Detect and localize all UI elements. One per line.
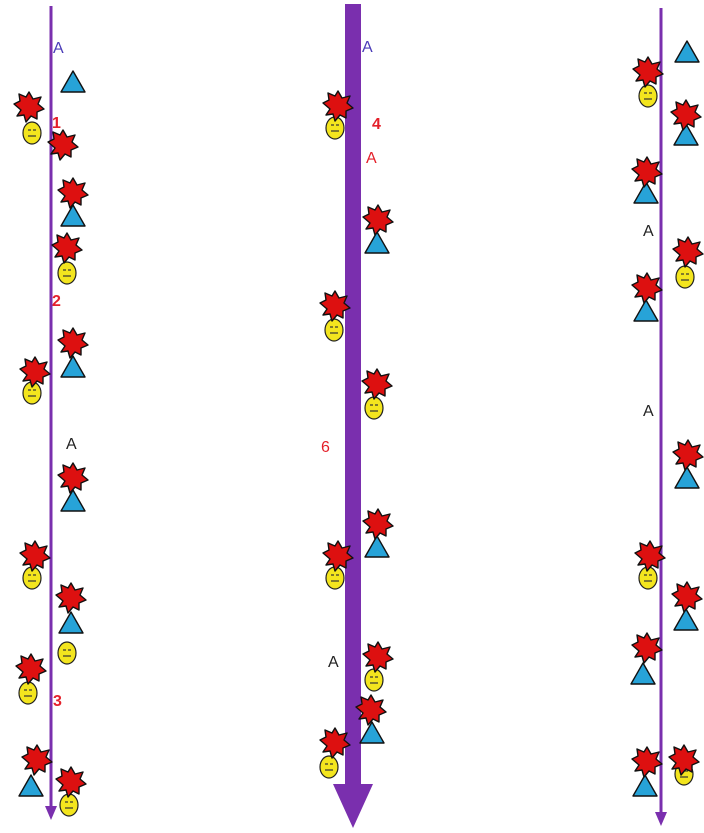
triangle-icon [19, 775, 43, 796]
triangle-icon [674, 609, 698, 630]
label-a-right-1: A [643, 223, 654, 240]
star-icon [632, 633, 662, 663]
face-icon [639, 85, 657, 107]
right-symbols [631, 41, 703, 796]
star-icon [52, 233, 82, 263]
star-icon [363, 642, 393, 672]
star-icon [363, 509, 393, 539]
face-icon [320, 756, 338, 778]
face-icon [19, 682, 37, 704]
triangle-icon [365, 536, 389, 557]
label-3: 3 [53, 693, 62, 710]
star-icon [632, 747, 662, 777]
label-a-right-2: A [643, 403, 654, 420]
triangle-icon [631, 663, 655, 684]
triangle-icon [61, 356, 85, 377]
star-icon [56, 583, 86, 613]
face-icon [325, 319, 343, 341]
triangle-icon [365, 232, 389, 253]
label-a-mid-top: A [362, 39, 373, 56]
star-icon [22, 745, 52, 775]
star-icon [672, 582, 702, 612]
star-icon [16, 654, 46, 684]
triangle-icon [675, 41, 699, 62]
triangle-icon [61, 490, 85, 511]
triangle-icon [61, 71, 85, 92]
star-icon [673, 440, 703, 470]
triangle-icon [675, 467, 699, 488]
label-a-left-mid: A [66, 436, 77, 453]
label-a-left-top: A [53, 40, 64, 57]
star-icon [20, 541, 50, 571]
star-icon [632, 273, 662, 303]
star-icon [56, 767, 86, 797]
label-2: 2 [52, 293, 61, 310]
face-icon [676, 266, 694, 288]
star-icon [58, 178, 88, 208]
triangle-icon [634, 300, 658, 321]
star-icon [671, 100, 701, 130]
star-icon [673, 237, 703, 267]
triangle-icon [633, 775, 657, 796]
label-1: 1 [52, 115, 61, 132]
face-icon [365, 669, 383, 691]
triangle-icon [59, 612, 83, 633]
face-icon [60, 794, 78, 816]
star-icon [58, 463, 88, 493]
face-icon [58, 262, 76, 284]
star-icon [20, 357, 50, 387]
face-icon [23, 122, 41, 144]
star-icon [669, 745, 699, 775]
star-icon [633, 57, 663, 87]
label-6: 6 [321, 439, 330, 456]
label-a-mid-red: A [366, 150, 377, 167]
star-icon [363, 205, 393, 235]
star-icon [632, 157, 662, 187]
right-arrow [655, 8, 667, 826]
star-icon [14, 92, 44, 122]
label-a-mid-bottom: A [328, 654, 339, 671]
triangle-icon [61, 205, 85, 226]
label-4: 4 [372, 116, 381, 133]
star-icon [58, 328, 88, 358]
triangle-icon [360, 722, 384, 743]
star-icon [362, 369, 392, 399]
face-icon [58, 642, 76, 664]
face-icon [365, 397, 383, 419]
